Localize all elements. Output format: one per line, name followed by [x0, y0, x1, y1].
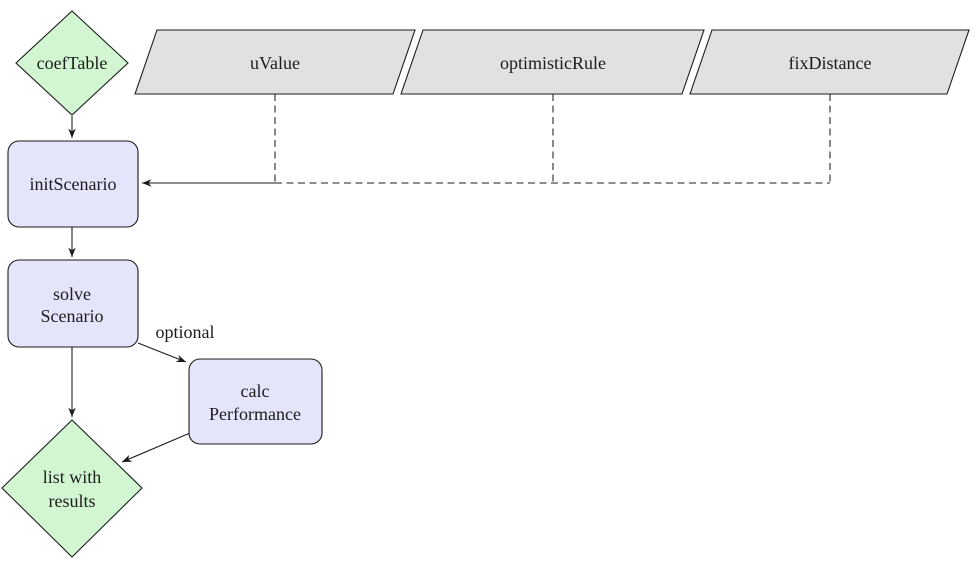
node-listresults: list with results: [1, 419, 143, 558]
listresults-diamond-shape: [1, 419, 143, 558]
node-uvalue: uValue: [134, 29, 416, 95]
fixdistance-label: fixDistance: [789, 53, 872, 73]
listresults-label-line2: results: [49, 491, 96, 511]
coeftable-label: coefTable: [37, 53, 108, 73]
calcperformance-label-line1: calc: [241, 381, 270, 401]
listresults-label-line1: list with: [43, 467, 102, 487]
solvescenario-label-line2: Scenario: [41, 306, 104, 326]
solvescenario-label-line1: solve: [53, 284, 91, 304]
node-solvescenario: solve Scenario: [7, 259, 139, 348]
node-fixdistance: fixDistance: [689, 29, 970, 95]
node-optimisticrule: optimisticRule: [400, 29, 705, 95]
edge-label-optional: optional: [156, 322, 215, 342]
calcperformance-label-line2: Performance: [209, 404, 301, 424]
calcperformance-box-shape: [188, 358, 323, 445]
edge-calcperformance-to-listresults: [121, 432, 191, 463]
optimisticrule-label: optimisticRule: [500, 53, 606, 73]
solvescenario-box-shape: [7, 259, 139, 348]
initscenario-box-shape: [7, 140, 139, 228]
node-coeftable: coefTable: [15, 10, 129, 116]
optimisticrule-parallelogram-shape: [400, 29, 705, 95]
uvalue-parallelogram-shape: [134, 29, 416, 95]
edge-solvescenario-to-calcperformance: [137, 342, 187, 363]
node-initscenario: initScenario: [7, 140, 139, 228]
uvalue-label: uValue: [250, 53, 300, 73]
node-calcperformance: calc Performance: [188, 358, 323, 445]
fixdistance-parallelogram-shape: [689, 29, 970, 95]
initscenario-label: initScenario: [30, 174, 117, 194]
coeftable-diamond-shape: [15, 10, 129, 116]
